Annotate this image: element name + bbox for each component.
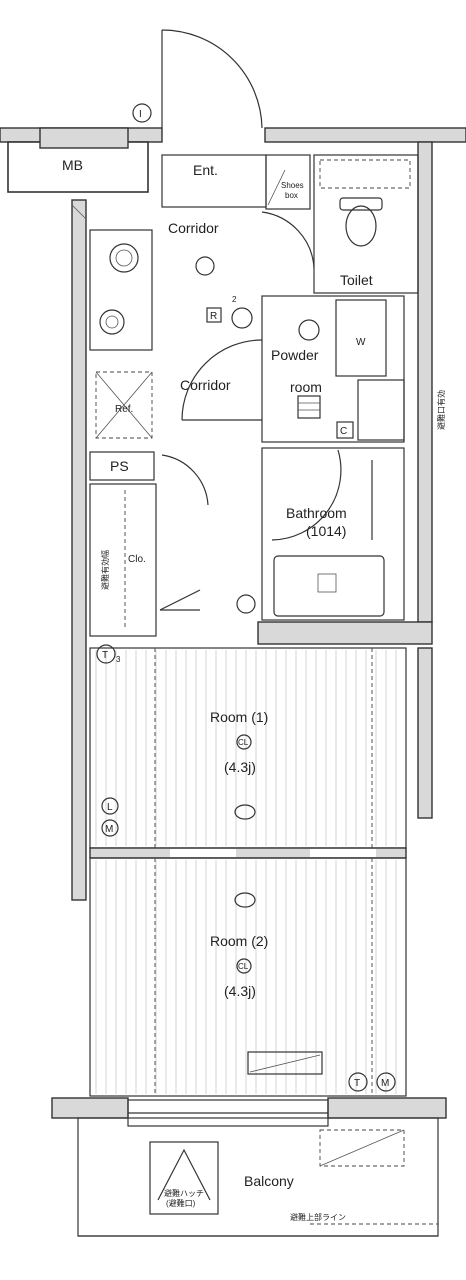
entrance xyxy=(161,29,311,210)
marker-t-text: T xyxy=(102,650,108,661)
powder-room xyxy=(261,295,405,443)
marker-t-room2 xyxy=(348,1072,368,1092)
shoe-box xyxy=(265,154,311,210)
balcony-line-label: 避難上部ライン xyxy=(290,1212,346,1222)
refrigerator-label: Ref. xyxy=(115,404,133,415)
shoe-box-label-2: box xyxy=(285,191,298,200)
ps-label: PS xyxy=(110,458,129,474)
balcony xyxy=(77,1117,439,1237)
bathroom xyxy=(261,447,405,621)
toilet-label: Toilet xyxy=(340,272,373,288)
room2-size: (4.3j) xyxy=(224,983,256,999)
room2-label: Room (2) xyxy=(210,933,268,949)
marker-l xyxy=(101,797,119,815)
bathroom-label: Bathroom xyxy=(286,505,347,521)
corridor-top-label: Corridor xyxy=(168,220,219,236)
kitchen xyxy=(89,229,153,439)
room1-size: (4.3j) xyxy=(224,759,256,775)
entrance-label: Ent. xyxy=(193,162,218,178)
shoe-box-label-1: Shoes xyxy=(281,181,304,190)
closet-note: 避難有効幅 xyxy=(100,550,110,590)
refuge-hatch-label-1: 避難ハッチ xyxy=(164,1188,204,1198)
room1-label: Room (1) xyxy=(210,709,268,725)
marker-i xyxy=(132,103,152,123)
closet-label: Clo. xyxy=(128,554,146,565)
refuge-hatch-label-2: (避難口) xyxy=(166,1198,196,1208)
marker-l-text: L xyxy=(107,802,113,813)
mb-label: MB xyxy=(62,157,83,173)
outer-walls xyxy=(0,127,466,1119)
pipe-space xyxy=(89,451,155,481)
marker-m xyxy=(101,819,119,837)
bathroom-size: (1014) xyxy=(306,523,346,539)
side-wall-note: 避難口有効 xyxy=(436,390,446,430)
powder-label-2: room xyxy=(290,379,322,395)
meter-box xyxy=(7,141,149,193)
r-marker: R xyxy=(210,311,217,322)
toilet xyxy=(261,154,419,294)
room1-cl: CL xyxy=(238,738,249,747)
bathtub xyxy=(273,555,385,617)
balcony-label: Balcony xyxy=(244,1173,294,1189)
left-wall xyxy=(71,199,87,901)
right-wall xyxy=(417,141,433,623)
c-marker: C xyxy=(340,426,347,437)
marker-i-corridor xyxy=(236,594,256,614)
marker-m-text: M xyxy=(105,824,113,835)
marker-m2-text: M xyxy=(381,1078,389,1089)
aircon-unit xyxy=(247,1051,323,1075)
washer-label: W xyxy=(356,337,366,348)
marker-t-number: 3 xyxy=(116,655,121,664)
room-2 xyxy=(89,857,407,1097)
r-marker-number: 2 xyxy=(232,295,237,304)
powder-label-1: Powder xyxy=(271,347,319,363)
room-1 xyxy=(89,647,407,849)
closet xyxy=(89,454,209,637)
room2-cl: CL xyxy=(238,962,249,971)
refuge-hatch xyxy=(149,1141,219,1215)
outdoor-unit xyxy=(319,1129,405,1167)
marker-i-text: I xyxy=(139,109,142,120)
marker-t2-text: T xyxy=(354,1078,360,1089)
marker-t-room1 xyxy=(96,644,116,664)
marker-m-room2 xyxy=(376,1072,396,1092)
symbol-markers xyxy=(96,103,396,1092)
